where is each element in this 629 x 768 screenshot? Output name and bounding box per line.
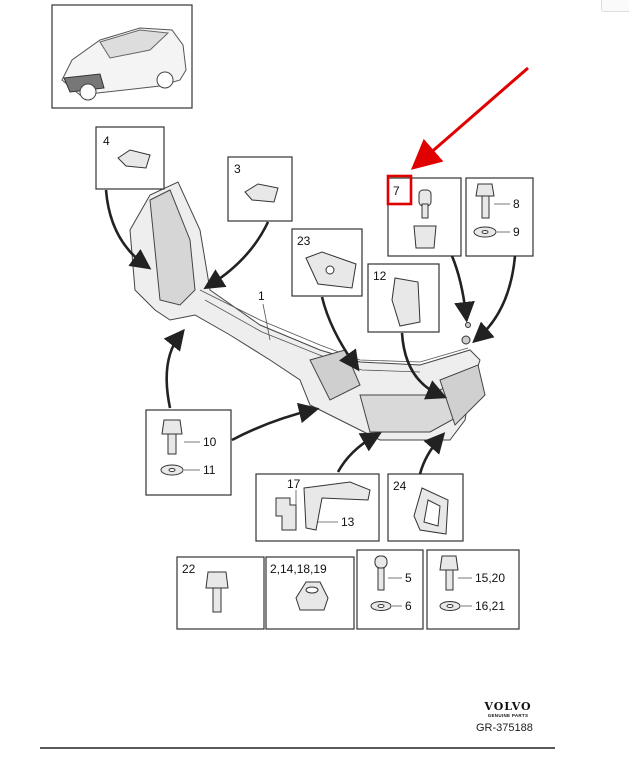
arrow-from-17-13	[336, 432, 382, 473]
callout-13: 13	[341, 515, 355, 529]
callout-22: 22	[182, 562, 196, 576]
callout-4: 4	[103, 134, 110, 148]
callout-2-14-18-19: 2,14,18,19	[270, 562, 327, 576]
diagram-reference: GR-375188	[476, 722, 533, 734]
arrow-from-23	[320, 296, 360, 372]
callout-7: 7	[393, 184, 400, 198]
callout-9: 9	[513, 225, 520, 239]
brand-logo: VOLVO	[484, 700, 532, 713]
callout-1: 1	[258, 289, 265, 303]
arrow-from-8-9	[472, 255, 517, 344]
detail-box-8-9	[465, 177, 534, 257]
callout-5: 5	[405, 571, 412, 585]
callout-16-21: 16,21	[475, 599, 505, 613]
highlight-box-7	[386, 174, 413, 206]
detail-box-3	[227, 156, 293, 222]
arrow-from-10-11-right	[231, 402, 320, 442]
leader-line-1	[262, 303, 271, 341]
detail-box-23	[291, 228, 363, 297]
arrow-from-7	[450, 255, 475, 323]
callout-8: 8	[513, 197, 520, 211]
callout-6: 6	[405, 599, 412, 613]
callout-15-20: 15,20	[475, 571, 505, 585]
brand-subtitle: GENUINE PARTS	[487, 713, 529, 718]
detail-box-17-13	[255, 473, 380, 542]
front-frame-assembly	[129, 181, 486, 441]
detail-box-24	[387, 473, 464, 542]
detail-box-22	[176, 556, 265, 630]
arrow-from-3	[203, 221, 270, 290]
detail-box-12	[367, 263, 440, 333]
car-thumbnail	[51, 4, 193, 109]
red-pointer-arrow	[410, 66, 529, 170]
detail-box-15-20-16-21	[426, 549, 520, 630]
callout-24: 24	[393, 479, 407, 493]
callout-23: 23	[297, 234, 311, 248]
arrow-from-24	[418, 432, 446, 475]
detail-box-10-11	[145, 409, 232, 496]
detail-box-7	[387, 177, 462, 257]
callout-17: 17	[287, 477, 301, 491]
detail-box-4	[95, 126, 165, 190]
arrow-from-4	[104, 189, 152, 270]
detail-box-2-14-18-19	[265, 556, 355, 630]
window-corner-control	[601, 0, 629, 12]
detail-box-5-6	[356, 549, 424, 630]
callout-10: 10	[203, 435, 217, 449]
arrow-from-10-11-up	[163, 328, 185, 409]
arrow-from-12	[400, 332, 448, 400]
callout-12: 12	[373, 269, 387, 283]
callout-3: 3	[234, 162, 241, 176]
callout-11: 11	[203, 463, 216, 477]
